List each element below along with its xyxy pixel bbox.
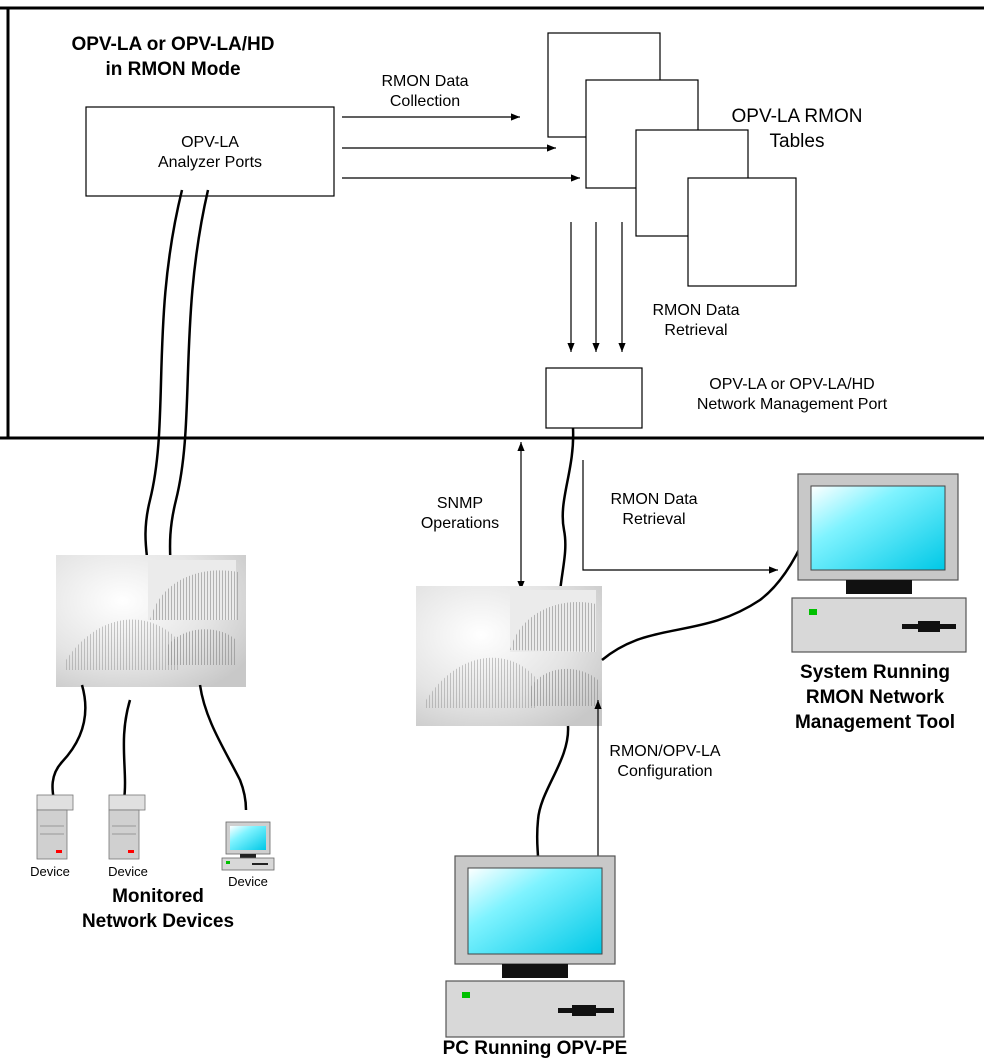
pc-cable bbox=[535, 725, 570, 859]
mgmt-port-label: OPV-LA or OPV-LA/HD Network Management P… bbox=[662, 375, 922, 415]
tables-label-line2: Tables bbox=[769, 131, 825, 152]
device-label-3: Device bbox=[228, 874, 268, 889]
config-label: RMON/OPV-LA Configuration bbox=[600, 742, 730, 782]
mgmt-port-line2: Network Management Port bbox=[696, 396, 888, 413]
mgmt-port-cable bbox=[558, 427, 575, 593]
device-server-1 bbox=[36, 794, 74, 860]
retrieval-internal-line1: RMON Data bbox=[652, 302, 740, 319]
collection-label-line2: Collection bbox=[389, 93, 461, 110]
analyzer-label-line1: OPV-LA bbox=[181, 134, 239, 151]
retrieval-internal-line2: Retrieval bbox=[664, 322, 728, 339]
central-hub-icon bbox=[416, 586, 602, 726]
retrieval-internal-label: RMON Data Retrieval bbox=[636, 301, 756, 341]
nms-label: System Running RMON Network Management T… bbox=[770, 660, 980, 735]
monitored-devices-label: Monitored Network Devices bbox=[58, 884, 258, 934]
device-workstation bbox=[221, 821, 275, 871]
nms-line3: Management Tool bbox=[794, 712, 956, 733]
nms-computer-icon bbox=[791, 473, 967, 653]
nms-cable bbox=[601, 534, 808, 661]
monitored-line1: Monitored bbox=[112, 886, 204, 907]
analyzer-label-line2: Analyzer Ports bbox=[157, 154, 263, 171]
analyzer-ports-box bbox=[85, 106, 335, 197]
retrieval-arrow-external bbox=[582, 460, 778, 574]
rmon-device-boundary bbox=[0, 6, 984, 440]
analyzer-cables bbox=[144, 189, 210, 579]
analyzer-ports-label: OPV-LA Analyzer Ports bbox=[86, 133, 334, 173]
device-server-2 bbox=[108, 794, 146, 860]
device-label-1: Device bbox=[30, 864, 70, 879]
device-cables bbox=[51, 684, 248, 811]
config-line2: Configuration bbox=[617, 763, 713, 780]
pc-computer-icon bbox=[445, 855, 625, 1038]
device-label-2: Device bbox=[108, 864, 148, 879]
collection-arrows bbox=[342, 113, 580, 182]
collection-label-line1: RMON Data bbox=[381, 73, 469, 90]
nms-line1: System Running bbox=[800, 662, 950, 683]
snmp-label: SNMP Operations bbox=[410, 494, 510, 534]
retrieval-external-line2: Retrieval bbox=[622, 511, 686, 528]
pc-label-text: PC Running OPV-PE bbox=[442, 1038, 628, 1059]
mgmt-port-box bbox=[545, 367, 643, 429]
rmon-tables-stack bbox=[547, 32, 797, 287]
retrieval-arrows-internal bbox=[567, 222, 626, 352]
retrieval-external-label: RMON Data Retrieval bbox=[598, 490, 710, 530]
collection-label: RMON Data Collection bbox=[350, 72, 500, 112]
pc-label: PC Running OPV-PE bbox=[420, 1036, 650, 1061]
region-title-line1: OPV-LA or OPV-LA/HD bbox=[71, 34, 275, 55]
config-line1: RMON/OPV-LA bbox=[609, 743, 721, 760]
monitored-hub-icon bbox=[56, 555, 246, 687]
region-title: OPV-LA or OPV-LA/HD in RMON Mode bbox=[28, 32, 318, 82]
snmp-line2: Operations bbox=[420, 515, 500, 532]
monitored-line2: Network Devices bbox=[81, 911, 235, 932]
region-title-line2: in RMON Mode bbox=[105, 59, 241, 80]
mgmt-port-line1: OPV-LA or OPV-LA/HD bbox=[709, 376, 875, 393]
snmp-line1: SNMP bbox=[436, 495, 484, 512]
tables-label-line1: OPV-LA RMON bbox=[731, 106, 863, 127]
retrieval-external-line1: RMON Data bbox=[610, 491, 698, 508]
tables-label: OPV-LA RMON Tables bbox=[702, 104, 892, 154]
nms-line2: RMON Network bbox=[805, 687, 945, 708]
